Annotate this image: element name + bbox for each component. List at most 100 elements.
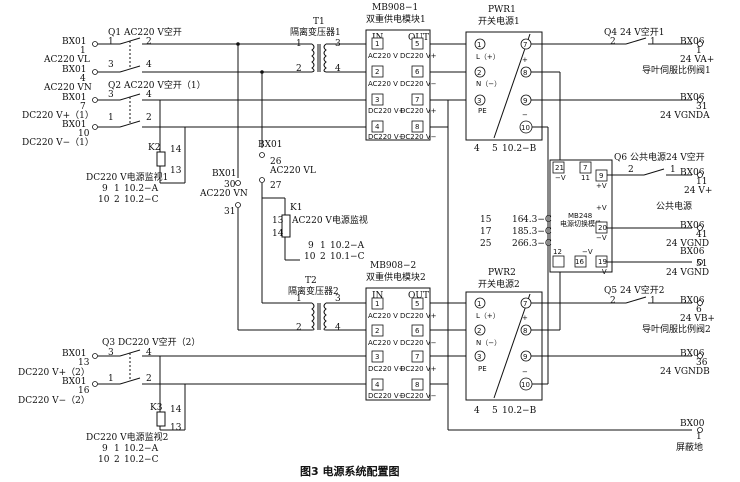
svg-text:Q4 24 V空开1: Q4 24 V空开1: [604, 26, 665, 38]
svg-text:+: +: [522, 314, 528, 322]
svg-text:16: 16: [575, 258, 584, 266]
svg-text:Q1 AC220 V空开: Q1 AC220 V空开: [108, 26, 182, 38]
svg-text:BX01: BX01: [62, 377, 86, 387]
right-terminal-8: BX00 1 屏蔽地: [676, 419, 705, 453]
svg-text:11: 11: [581, 174, 590, 182]
svg-text:9: 9: [523, 97, 527, 105]
svg-text:DC220 V+: DC220 V+: [400, 52, 437, 60]
svg-text:DC220 V+: DC220 V+: [368, 107, 405, 115]
svg-text:5: 5: [415, 300, 419, 308]
svg-text:AC220 V: AC220 V: [368, 80, 398, 88]
svg-text:5.3−C: 5.3−C: [523, 227, 552, 237]
svg-text:2: 2: [628, 165, 634, 175]
terminal-bx01-26-27: BX01 26 AC220 VL 27: [258, 70, 316, 303]
svg-text:5: 5: [492, 406, 498, 416]
breaker-q6: Q6 公共电源24 V空开 2 1: [614, 151, 705, 176]
svg-text:3: 3: [108, 60, 114, 70]
breaker-q2: Q2 AC220 V空开（1） 3 4 1 2: [98, 79, 360, 128]
breaker-q3: Q3 DC220 V空开（2） 3 4 1 2: [98, 336, 366, 385]
svg-text:10.2−C: 10.2−C: [124, 455, 159, 465]
svg-text:开关电源1: 开关电源1: [478, 15, 520, 27]
svg-text:DC220 V+: DC220 V+: [368, 365, 405, 373]
svg-text:K1: K1: [290, 203, 302, 213]
svg-text:1: 1: [477, 41, 481, 49]
relay-k1: K1 13 14 AC220 V电源监视 9 1 10.2−A 10 2 10.…: [272, 203, 368, 262]
svg-text:14: 14: [170, 405, 182, 415]
svg-text:27: 27: [270, 181, 282, 191]
svg-text:T1: T1: [313, 17, 325, 27]
svg-text:DC220 V−: DC220 V−: [368, 133, 405, 141]
svg-text:1: 1: [114, 184, 120, 194]
svg-text:11: 11: [696, 177, 707, 187]
svg-text:BX06: BX06: [680, 37, 705, 47]
svg-text:AC220 VN: AC220 VN: [199, 189, 248, 199]
svg-text:BX01: BX01: [62, 120, 86, 130]
svg-text:导叶伺服比例阀1: 导叶伺服比例阀1: [642, 64, 711, 76]
svg-text:Q2 AC220 V空开（1）: Q2 AC220 V空开（1）: [108, 79, 206, 91]
svg-text:2: 2: [375, 327, 379, 335]
svg-text:DC220 V−: DC220 V−: [368, 392, 405, 400]
svg-text:10: 10: [521, 381, 530, 389]
left-terminal-6: BX01 16: [62, 377, 98, 396]
right-terminal-3: BX06 11 24 V+ 公共电源: [656, 168, 712, 212]
svg-text:4: 4: [146, 60, 152, 70]
svg-text:PE: PE: [478, 365, 487, 373]
svg-text:1: 1: [296, 294, 302, 304]
svg-text:24 VGND: 24 VGND: [666, 268, 709, 278]
svg-text:10.2−A: 10.2−A: [124, 444, 159, 454]
svg-text:3: 3: [375, 353, 379, 361]
svg-text:AC220 V电源监视: AC220 V电源监视: [291, 214, 368, 226]
module-mb908-1: MB908−1 双重供电模块1 IN OUT 1 AC220 V 2 AC220…: [365, 3, 437, 141]
svg-text:12: 12: [553, 248, 562, 256]
svg-text:3: 3: [375, 96, 379, 104]
svg-text:7: 7: [583, 164, 587, 172]
terminal-pin: 1: [80, 46, 86, 56]
svg-text:MB248: MB248: [568, 212, 592, 220]
svg-text:7: 7: [415, 96, 419, 104]
svg-text:2: 2: [296, 64, 302, 74]
svg-text:15: 15: [480, 215, 492, 225]
svg-text:3: 3: [335, 294, 341, 304]
svg-text:10: 10: [78, 129, 90, 139]
svg-text:10: 10: [98, 195, 110, 205]
svg-text:19: 19: [598, 258, 607, 266]
right-terminal-2: BX06 31 24 VGNDA: [660, 93, 710, 121]
svg-text:9: 9: [523, 353, 527, 361]
svg-text:隔离变压器2: 隔离变压器2: [288, 285, 339, 297]
svg-text:BX00: BX00: [680, 419, 705, 429]
svg-text:BX06: BX06: [680, 296, 705, 306]
svg-text:8: 8: [415, 381, 419, 389]
svg-text:Q6 公共电源24 V空开: Q6 公共电源24 V空开: [614, 151, 705, 163]
svg-text:17: 17: [480, 227, 492, 237]
svg-text:DC220 V+: DC220 V+: [400, 312, 437, 320]
signal-dc220vn2: DC220 V−（2）: [18, 395, 90, 406]
svg-text:BX06: BX06: [680, 221, 705, 231]
relay-k3: K3 14 13 DC220 V电源监视2 9 1 10.2−A 10 2 10…: [86, 356, 186, 465]
svg-text:4: 4: [375, 381, 380, 389]
svg-text:2: 2: [146, 113, 152, 123]
svg-text:4: 4: [335, 64, 341, 74]
svg-text:8: 8: [415, 123, 419, 131]
signal-dc220vp1: DC220 V+（1）: [22, 110, 94, 121]
svg-text:AC220 V: AC220 V: [368, 312, 398, 320]
svg-text:MB908−2: MB908−2: [370, 261, 416, 271]
svg-text:1: 1: [650, 37, 656, 47]
right-terminal-7: BX06 36 24 VGNDB: [660, 349, 710, 377]
terminal-bx01-30-31: BX01 30 AC220 VN 31: [199, 42, 248, 330]
svg-text:电源切换模件: 电源切换模件: [560, 219, 602, 228]
svg-text:24 VGNDA: 24 VGNDA: [660, 111, 710, 121]
svg-text:IN: IN: [372, 291, 384, 301]
svg-text:公共电源: 公共电源: [656, 200, 692, 212]
signal-ac220vl: AC220 VL: [43, 55, 90, 65]
svg-text:N（−）: N（−）: [476, 339, 501, 347]
svg-text:DC220 V−: DC220 V−: [400, 339, 437, 347]
svg-text:24 VB+: 24 VB+: [680, 314, 715, 324]
svg-text:16: 16: [512, 215, 524, 225]
svg-text:2: 2: [146, 37, 152, 47]
signal-dc220vn1: DC220 V−（1）: [22, 137, 94, 148]
svg-text:BX01: BX01: [212, 169, 236, 179]
svg-text:DC220 V−: DC220 V−: [400, 392, 437, 400]
svg-text:10: 10: [98, 455, 110, 465]
power-supply-pwr1: PWR1 开关电源1 1 L（+） 2 N（−） 3 PE 7 8 + 9 10…: [465, 5, 543, 154]
svg-text:1: 1: [650, 296, 656, 306]
